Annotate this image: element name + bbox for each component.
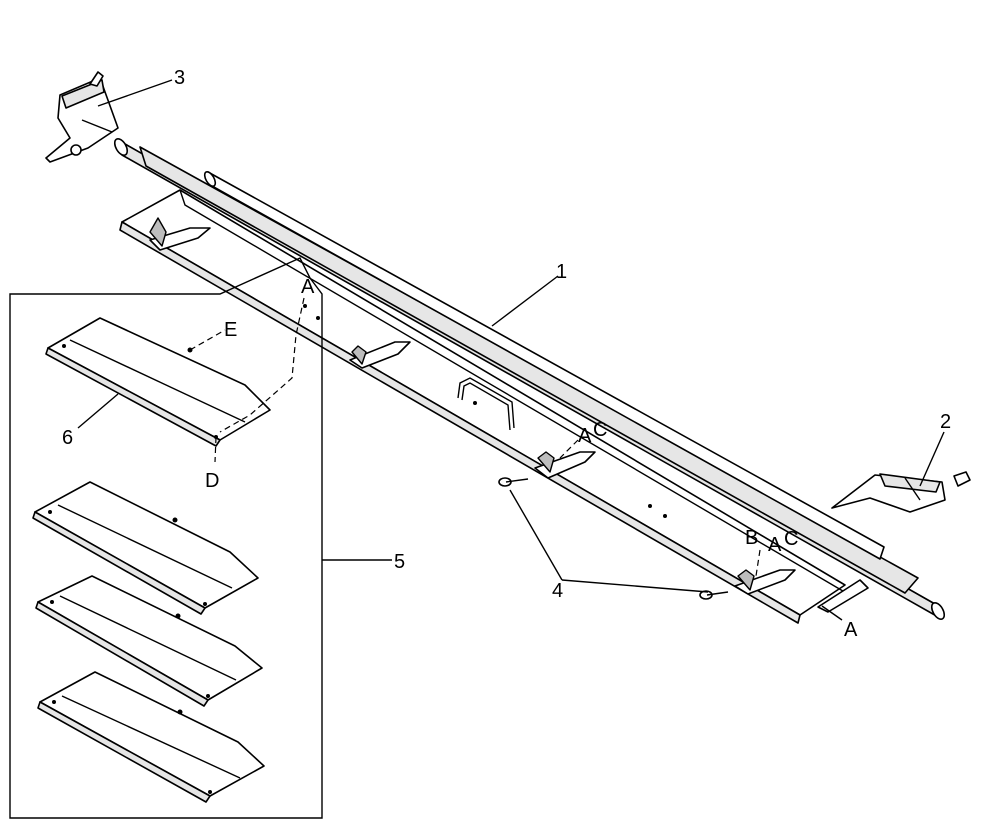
leader-4b bbox=[561, 579, 709, 593]
ref-line-bac bbox=[755, 549, 761, 577]
ref-line-e bbox=[189, 329, 226, 351]
pin-upper bbox=[498, 477, 529, 487]
channel-pan bbox=[119, 189, 869, 624]
leader-3 bbox=[97, 79, 173, 107]
callout-1: 1 bbox=[556, 261, 567, 283]
main-tube bbox=[113, 138, 946, 620]
ref-line-a-d bbox=[219, 297, 305, 433]
letter-a-bottom: A bbox=[844, 619, 858, 641]
bracket-top-left bbox=[45, 71, 119, 163]
ref-line-d bbox=[214, 436, 217, 463]
detail-plate-1 bbox=[45, 317, 271, 447]
letter-ac-right-a: A bbox=[768, 534, 782, 556]
leader-a-bottom bbox=[821, 605, 843, 621]
letter-b: B bbox=[745, 527, 758, 549]
callout-5: 5 bbox=[394, 551, 405, 573]
detail-plate-3 bbox=[35, 575, 263, 707]
leader-1 bbox=[491, 275, 559, 327]
bracket-right bbox=[831, 471, 971, 513]
letter-ac-right-c: C bbox=[784, 528, 798, 550]
leader-6 bbox=[77, 393, 119, 429]
callout-4: 4 bbox=[552, 580, 563, 602]
letter-ac-mid-a: A bbox=[578, 425, 592, 447]
detail-box bbox=[9, 257, 323, 819]
letter-e: E bbox=[224, 319, 237, 341]
leader-4a bbox=[509, 489, 563, 581]
detail-plate-2 bbox=[32, 481, 259, 615]
letter-a-top: A bbox=[301, 276, 315, 298]
detail-plate-4 bbox=[37, 671, 265, 803]
clamp-ac-mid bbox=[534, 451, 596, 479]
leader-2 bbox=[919, 431, 945, 487]
letter-ac-mid-c: C bbox=[593, 419, 607, 441]
clamp-left bbox=[149, 217, 211, 251]
pin-lower bbox=[699, 590, 729, 600]
callout-3: 3 bbox=[174, 67, 185, 89]
clamp-ac-right bbox=[734, 569, 796, 595]
callout-6: 6 bbox=[62, 427, 73, 449]
callout-2: 2 bbox=[940, 411, 951, 433]
ref-line-ac bbox=[559, 439, 579, 459]
letter-d: D bbox=[205, 470, 219, 492]
clamp-mid bbox=[349, 341, 411, 369]
handle bbox=[457, 377, 515, 431]
